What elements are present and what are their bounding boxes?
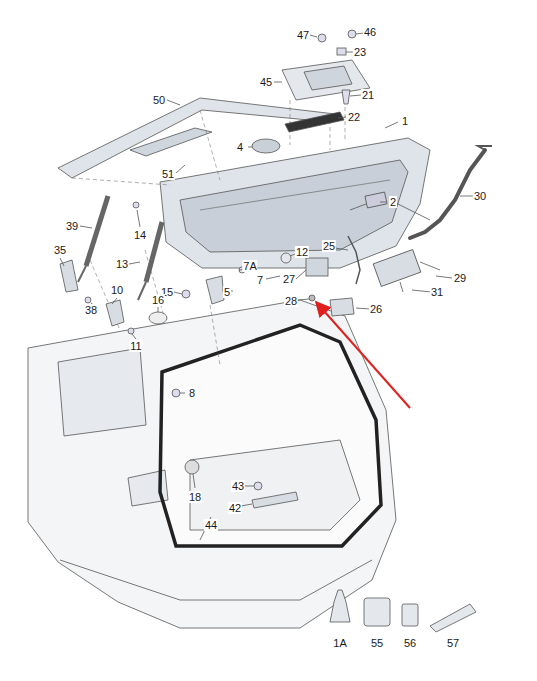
gas-strut	[146, 222, 162, 282]
gas-strut	[86, 196, 108, 266]
callout-number: 43	[231, 480, 245, 492]
hinge	[106, 300, 124, 326]
car-body	[28, 300, 396, 628]
callout-number: 7	[256, 274, 264, 286]
callout-number: 29	[453, 272, 467, 284]
bag	[330, 590, 350, 622]
door-seal	[160, 325, 381, 546]
side-window	[58, 348, 146, 436]
callout-number: 16	[151, 294, 165, 306]
bumper	[60, 560, 372, 600]
spoiler	[58, 98, 335, 178]
callout-number: 35	[53, 244, 67, 256]
callout-number: 13	[115, 258, 129, 270]
callout-number: 1	[401, 115, 409, 127]
tube	[430, 604, 476, 632]
cargo-floor	[190, 440, 360, 530]
callout-number: 56	[403, 637, 417, 649]
cover-plate	[282, 60, 370, 100]
camera	[365, 192, 387, 208]
callout-number: 4	[236, 141, 244, 153]
callout-number: 25	[322, 240, 336, 252]
rear-opening	[160, 325, 381, 546]
callout-number: 14	[133, 229, 147, 241]
callout-number: 50	[152, 94, 166, 106]
brake-light	[130, 128, 212, 156]
callout-number: 21	[361, 89, 375, 101]
lock-motor	[373, 250, 421, 287]
callout-number: 26	[369, 303, 383, 315]
hinge	[60, 260, 78, 292]
callout-number: 51	[161, 168, 175, 180]
tailgate	[160, 138, 430, 268]
highlight-arrow	[316, 302, 410, 408]
callout-number: 28	[284, 295, 298, 307]
callout-number: 11	[129, 340, 142, 352]
striker	[330, 298, 354, 316]
callout-number: 39	[65, 220, 79, 232]
can	[364, 598, 390, 626]
callout-number: 55	[370, 637, 384, 649]
callout-number: 44	[204, 519, 218, 531]
callout-number: 30	[473, 190, 487, 202]
trim-strip	[285, 112, 344, 132]
callout-number: 10	[110, 284, 124, 296]
lock	[306, 258, 328, 276]
callout-number: 18	[188, 491, 202, 503]
latch-bracket	[252, 492, 298, 508]
callout-number: 57	[446, 637, 460, 649]
callout-number: 23	[353, 46, 367, 58]
callout-number: 42	[228, 502, 242, 514]
callout-number: 31	[430, 286, 444, 298]
callout-number: 27	[282, 273, 296, 285]
callout-number: 38	[84, 304, 98, 316]
callout-number: 45	[259, 76, 273, 88]
hinge	[206, 276, 224, 304]
callout-number: 8	[188, 387, 196, 399]
callout-number: 12	[295, 246, 309, 258]
emblem	[252, 139, 280, 153]
callout-number: 46	[363, 26, 377, 38]
callout-number: 47	[296, 29, 310, 41]
small-can	[402, 604, 418, 626]
callout-number: 7A	[242, 260, 257, 272]
callout-number: 22	[347, 111, 361, 123]
tailgate-inner	[180, 160, 408, 252]
callout-number: 2	[389, 196, 397, 208]
callout-number: 1A	[332, 637, 347, 649]
callout-number: 5	[223, 286, 231, 298]
